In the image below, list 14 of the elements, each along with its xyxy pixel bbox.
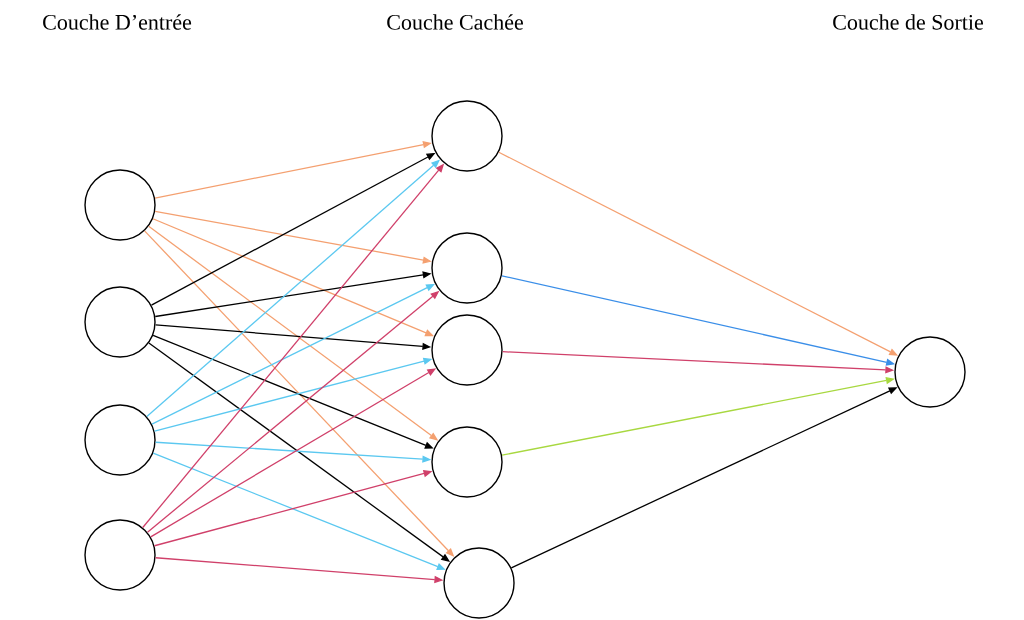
arrow bbox=[152, 218, 434, 337]
layer-title: Couche Cachée bbox=[387, 14, 523, 30]
neuron-circle bbox=[443, 547, 515, 619]
neuron-circle bbox=[431, 232, 503, 304]
neuron-circle bbox=[84, 169, 156, 241]
neuron-circle bbox=[84, 286, 156, 358]
layer-title: Couche D’entrée bbox=[43, 14, 192, 30]
neuron-circle bbox=[431, 100, 503, 172]
neuron-circle bbox=[894, 336, 966, 408]
layer-title: Couche de Sortie bbox=[833, 14, 983, 30]
neuron-circle bbox=[84, 519, 156, 591]
neuron-circle bbox=[431, 426, 503, 498]
neuron-circle bbox=[84, 404, 156, 476]
neuron-circle bbox=[431, 314, 503, 386]
